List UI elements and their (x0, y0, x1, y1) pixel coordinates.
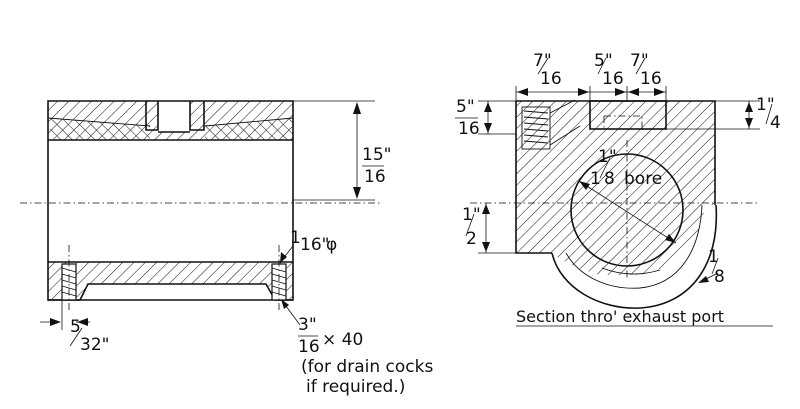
drain-hole-left (61, 245, 77, 312)
exhaust-port-cut (145, 101, 205, 133)
svg-text:5": 5" (456, 97, 475, 117)
right-body-hatch (516, 101, 715, 275)
svg-text:φ: φ (326, 235, 337, 255)
svg-text:16: 16 (602, 69, 624, 89)
svg-text:8: 8 (714, 267, 725, 287)
svg-text:16: 16 (640, 69, 662, 89)
jacket-wall-dimension: 1 8 (698, 247, 725, 287)
wall-height-dimension: 15" 16 (293, 100, 391, 201)
svg-text:× 40: × 40 (322, 330, 363, 350)
recess-dimension: 5 32" (40, 300, 109, 355)
svg-text:7": 7" (630, 51, 649, 71)
svg-text:8: 8 (604, 169, 615, 189)
top-wall-taper-right (205, 118, 293, 140)
svg-text:16": 16" (300, 235, 329, 255)
lower-half-dimension: 1" 2 (462, 203, 516, 254)
drain-hole-right (271, 245, 287, 312)
svg-text:5": 5" (594, 51, 613, 71)
svg-text:16: 16 (458, 119, 480, 139)
threaded-port (521, 106, 551, 150)
wall-dim-num: 15" (362, 145, 391, 165)
svg-text:1": 1" (462, 205, 481, 225)
svg-text:1: 1 (290, 228, 301, 248)
right-port-dimension: 1" 4 (666, 95, 781, 133)
svg-text:16: 16 (540, 69, 562, 89)
recess-dim-den: 32" (80, 335, 109, 355)
svg-text:1: 1 (708, 247, 719, 267)
svg-text:16: 16 (298, 337, 320, 357)
top-wall-taper-left (50, 118, 150, 140)
svg-text:3": 3" (298, 315, 317, 335)
left-sectional-view: 15" 16 1 16" φ 5 32" 3" (20, 100, 433, 397)
bore-dimension: 1 1" 8 bore (578, 147, 677, 244)
svg-text:bore: bore (624, 169, 662, 189)
bottom-wall-hatch (48, 262, 293, 300)
svg-text:4: 4 (770, 113, 781, 133)
left-port-dimension: 5" 16 (455, 97, 516, 139)
drain-note-line2: if required.) (306, 377, 405, 397)
port-opening (589, 100, 667, 130)
top-dimensions: 7" 16 5" 16 7" 16 (515, 51, 667, 101)
drain-hole-dia-label: 1 16" φ (280, 228, 337, 263)
drain-note-line1: (for drain cocks (301, 357, 433, 377)
right-sectional-view: 7" 16 5" 16 7" 16 5" 16 (455, 51, 781, 327)
svg-text:7": 7" (533, 51, 552, 71)
section-caption: Section thro' exhaust port (516, 307, 724, 326)
svg-text:1": 1" (598, 147, 617, 167)
lower-jacket (551, 204, 718, 309)
recess-dim-num: 5 (70, 317, 81, 337)
svg-text:1: 1 (590, 169, 601, 189)
wall-dim-den: 16 (364, 167, 386, 187)
tapped-hole-note: 3" 16 × 40 (for drain cocks if required.… (281, 299, 433, 397)
svg-text:2: 2 (466, 229, 477, 249)
